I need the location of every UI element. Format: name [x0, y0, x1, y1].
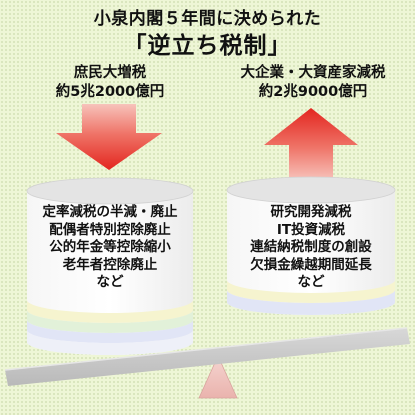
left-item: 配偶者特別控除廃止	[49, 221, 171, 238]
right-heading-amount: 約2兆9000億円	[258, 84, 368, 100]
title-line-2: 「逆立ち税制」	[123, 33, 292, 59]
right-item: 欠損金繰越期間延長	[250, 256, 372, 273]
up-arrow-icon	[264, 108, 358, 180]
right-drum-items: 研究開発減税 IT投資減税 連結納税制度の創設 欠損金繰越期間延長 など	[227, 204, 395, 292]
left-drum	[26, 177, 194, 355]
left-item: 公的年金等控除縮小	[49, 239, 171, 255]
left-drum-items: 定率減税の半減・廃止 配偶者特別控除廃止 公的年金等控除縮小 老年者控除廃止 な…	[30, 204, 190, 292]
left-heading-label: 庶民大増税	[73, 65, 147, 81]
right-heading: 大企業・大資産家減税 約2兆9000億円	[218, 64, 408, 102]
right-item: 連結納税制度の創設	[250, 239, 372, 255]
down-arrow-icon	[56, 104, 162, 170]
right-item: など	[297, 274, 325, 290]
right-heading-label: 大企業・大資産家減税	[240, 65, 386, 81]
left-item: 定率減税の半減・廃止	[42, 204, 178, 220]
left-item: 老年者控除廃止	[62, 256, 158, 273]
right-drum	[226, 176, 396, 315]
right-item: IT投資減税	[276, 221, 346, 238]
left-item: など	[96, 274, 124, 290]
fulcrum	[198, 355, 238, 399]
left-heading-amount: 約5兆2000億円	[55, 84, 165, 100]
left-heading: 庶民大増税 約5兆2000億円	[30, 64, 190, 102]
right-item: 研究開発減税	[270, 204, 352, 220]
seesaw-board	[5, 328, 410, 386]
title-line-1: 小泉内閣５年間に決められた	[93, 9, 322, 29]
